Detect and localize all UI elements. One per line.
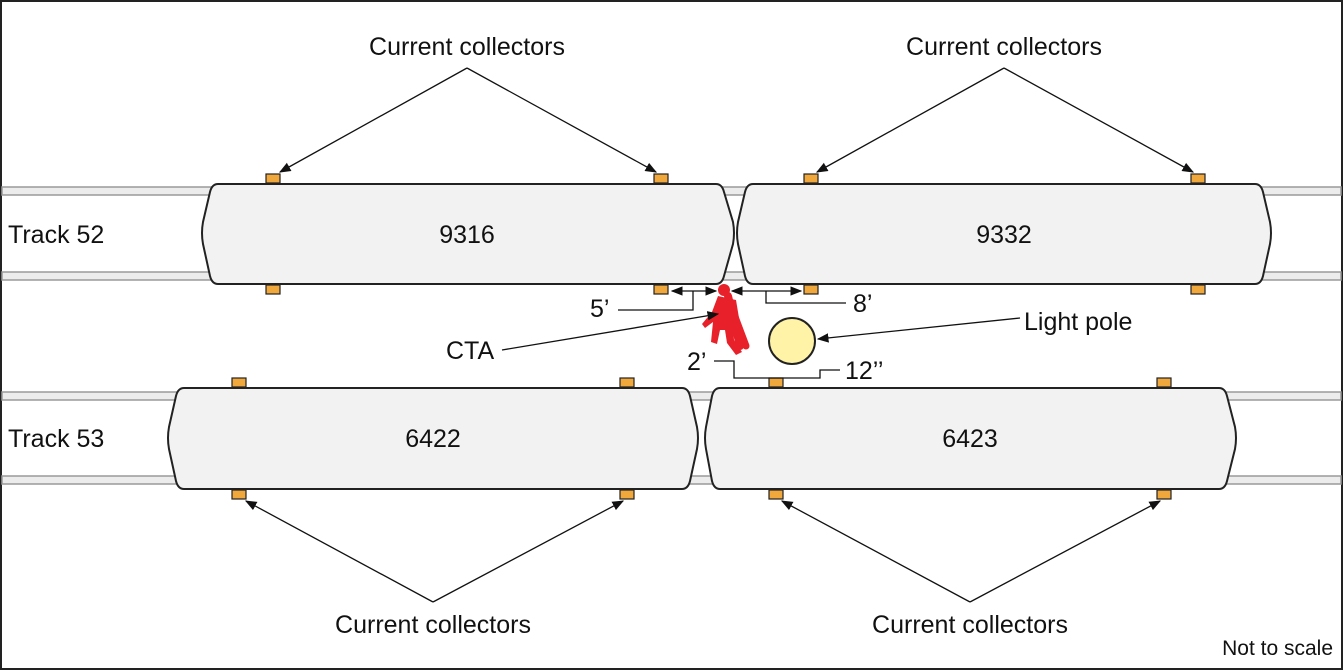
- car-9332-label: 9332: [976, 221, 1032, 249]
- car-6422: [167, 387, 699, 490]
- dimension-8ft: [730, 286, 846, 304]
- light-pole-leader-arrow: [816, 317, 1021, 343]
- leader-arrow: [278, 67, 468, 173]
- not-to-scale-note: Not to scale: [1222, 637, 1333, 660]
- collector-shoe: [803, 173, 819, 184]
- light-pole-icon: [768, 317, 816, 365]
- leader-arrow: [1003, 67, 1195, 173]
- collectors-label-bottom-left: Current collectors: [335, 611, 531, 639]
- cta-label: CTA: [446, 337, 494, 365]
- car-9316-label: 9316: [439, 221, 495, 249]
- dimension-12in-label: 12’’: [845, 357, 883, 385]
- collectors-label-bottom-right: Current collectors: [872, 611, 1068, 639]
- collector-shoe: [1156, 377, 1172, 388]
- collector-shoe: [619, 377, 635, 388]
- leader-arrow: [780, 500, 971, 603]
- current-collectors: [231, 173, 1206, 500]
- collector-shoe: [803, 284, 819, 295]
- cta-leader-arrow: [501, 311, 720, 351]
- leader-arrow: [432, 500, 625, 603]
- collector-shoe: [265, 173, 281, 184]
- collector-shoe: [653, 173, 669, 184]
- car-9316: [201, 183, 735, 285]
- collector-shoe: [1190, 173, 1206, 184]
- collectors-label-top-right: Current collectors: [906, 33, 1102, 61]
- track-52-label: Track 52: [8, 221, 104, 249]
- dimension-5ft-label: 5’: [590, 295, 609, 323]
- collector-shoe: [265, 284, 281, 295]
- collector-shoe: [768, 377, 784, 388]
- collector-shoe: [619, 489, 635, 500]
- light-pole-label: Light pole: [1024, 308, 1132, 336]
- car-9332: [736, 183, 1272, 285]
- track-53-label: Track 53: [8, 425, 104, 453]
- collector-shoe: [231, 489, 247, 500]
- leader-arrow: [466, 67, 658, 173]
- dimension-2ft-12in: [714, 360, 840, 379]
- dimension-2ft-label: 2’: [687, 348, 706, 376]
- collectors-label-top-left: Current collectors: [369, 33, 565, 61]
- person-icon: [702, 284, 750, 355]
- collector-shoe: [231, 377, 247, 388]
- leader-arrow: [244, 500, 434, 603]
- collector-shoe: [768, 489, 784, 500]
- car-6423: [704, 387, 1237, 490]
- collector-shoe: [653, 284, 669, 295]
- collector-shoe: [1190, 284, 1206, 295]
- dimension-8ft-label: 8’: [853, 290, 872, 318]
- car-6423-label: 6423: [942, 425, 998, 453]
- collector-shoe: [1156, 489, 1172, 500]
- car-6422-label: 6422: [405, 425, 461, 453]
- leader-arrow: [969, 500, 1162, 603]
- leader-arrow: [815, 67, 1005, 173]
- dimension-5ft: [618, 286, 718, 311]
